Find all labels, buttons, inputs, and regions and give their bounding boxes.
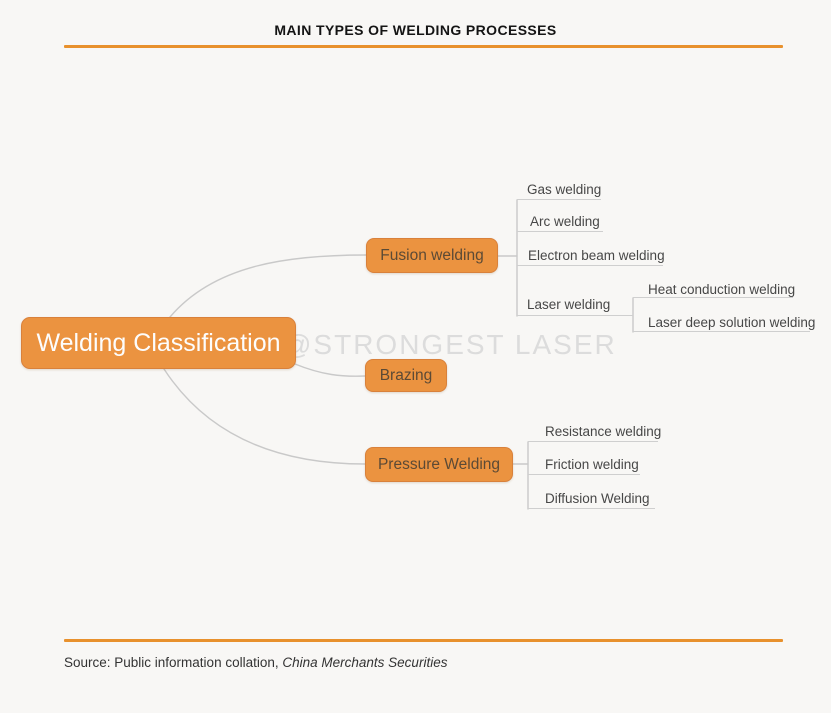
watermark-text: @STRONGEST LASER	[283, 329, 617, 360]
leaf-node-diffusion-welding: Diffusion Welding	[528, 489, 655, 509]
footer-rule	[64, 639, 783, 642]
page-title: MAIN TYPES OF WELDING PROCESSES	[274, 22, 557, 38]
curve-root-brazing	[294, 363, 366, 377]
root-node-welding-classification: Welding Classification	[21, 317, 296, 369]
leaf-node-resistance-welding: Resistance welding	[528, 422, 661, 442]
source-note: Source: Public information collation, Ch…	[64, 655, 447, 670]
leaf-node-laser-deep-solution-welding: Laser deep solution welding	[633, 313, 815, 332]
leaf-node-laser-welding: Laser welding	[517, 295, 633, 316]
title-underline-rule	[64, 45, 783, 48]
leaf-node-heat-conduction-welding: Heat conduction welding	[633, 280, 795, 298]
leaf-node-electron-beam-welding: Electron beam welding	[517, 246, 665, 266]
source-note-prefix: Source: Public information collation,	[64, 655, 283, 670]
leaf-node-arc-welding: Arc welding	[517, 212, 603, 232]
curve-root-fusion	[169, 254, 367, 318]
branch-node-brazing: Brazing	[365, 359, 447, 392]
leaf-node-friction-welding: Friction welding	[528, 455, 640, 475]
branch-node-pressure-welding: Pressure Welding	[365, 447, 513, 482]
source-note-publisher: China Merchants Securities	[282, 655, 448, 670]
leaf-node-gas-welding: Gas welding	[517, 180, 601, 200]
curve-root-pressure	[163, 368, 366, 465]
branch-node-fusion-welding: Fusion welding	[366, 238, 498, 273]
